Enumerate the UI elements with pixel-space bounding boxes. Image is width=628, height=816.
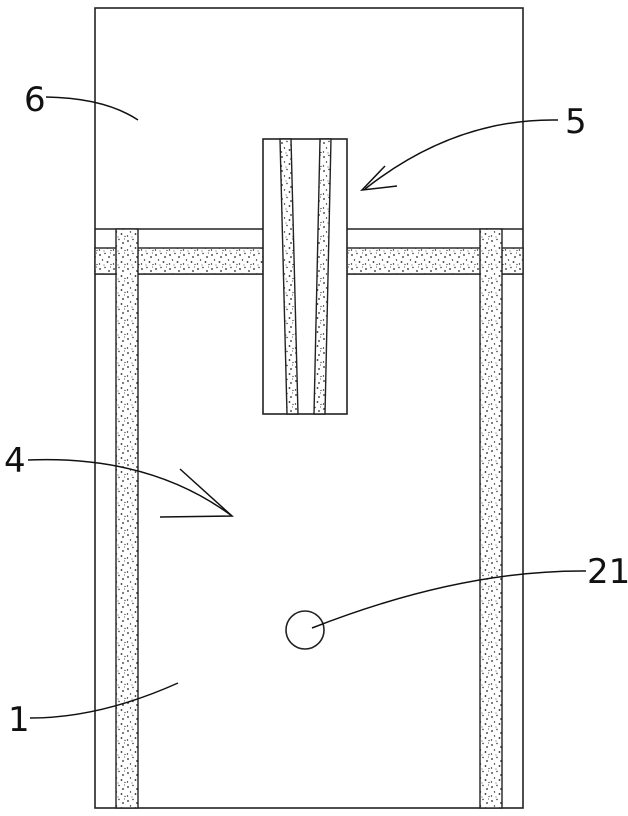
label-1: 1: [8, 700, 30, 740]
label-6: 6: [24, 80, 46, 120]
label-4: 4: [4, 441, 26, 481]
port-circle: [286, 611, 324, 649]
right-speckled-wall: [480, 229, 502, 808]
left-speckled-wall: [116, 229, 138, 808]
label-21: 21: [587, 552, 628, 592]
label-5: 5: [565, 102, 587, 142]
central-insert-housing: [263, 139, 347, 414]
